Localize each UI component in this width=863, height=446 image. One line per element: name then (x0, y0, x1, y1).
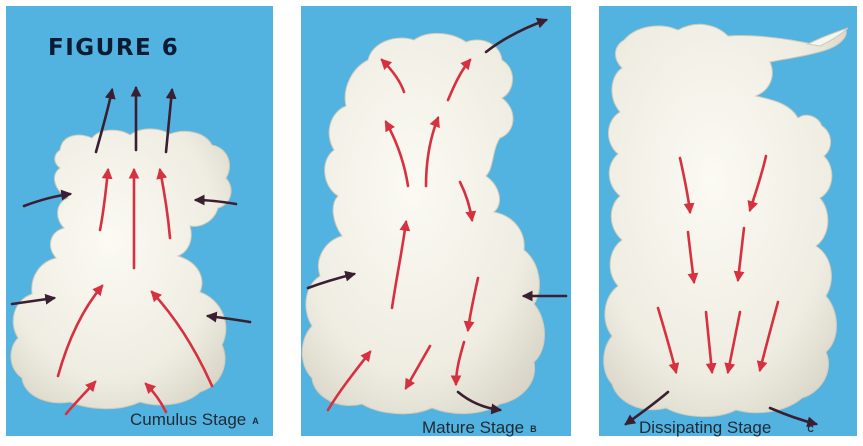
figure-title: FIGURE 6 (48, 35, 179, 61)
panel-b-caption-text: Mature Stage (422, 418, 524, 437)
panel-a-letter: A (252, 416, 259, 426)
panel-a-caption: Cumulus Stage A (130, 410, 259, 430)
panel-c-letter: C (807, 424, 814, 434)
panel-c-caption: Dissipating Stage C (639, 418, 814, 438)
panel-a-caption-text: Cumulus Stage (130, 410, 246, 429)
panel-b-letter: B (530, 424, 537, 434)
panel-c-caption-text: Dissipating Stage (639, 418, 771, 437)
panel-b-caption: Mature Stage B (422, 418, 537, 438)
